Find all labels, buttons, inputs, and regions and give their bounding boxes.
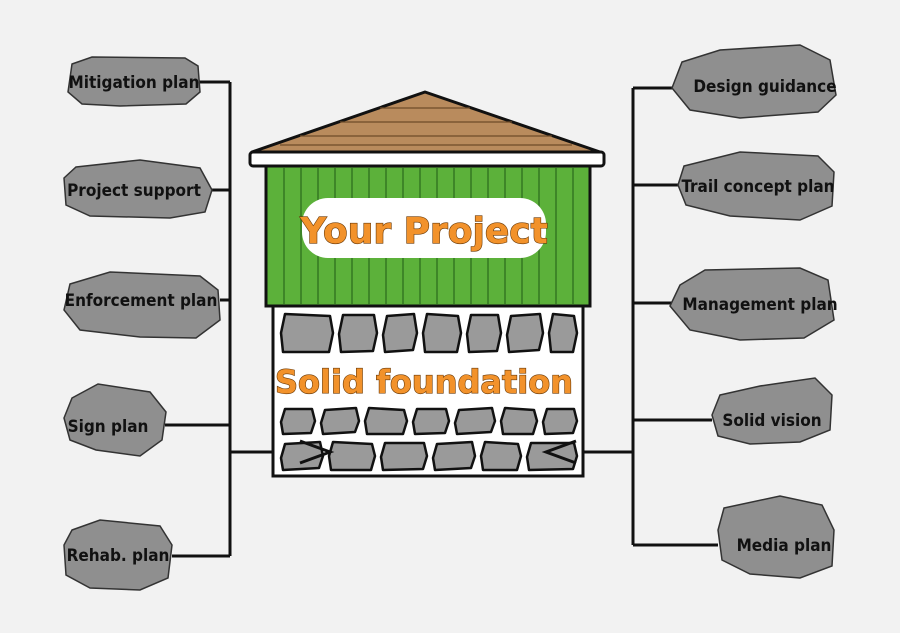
rock-sign-plan: Sign plan — [63, 383, 167, 457]
rock-label: Rehab. plan — [67, 546, 170, 566]
foundation-stone — [279, 312, 335, 354]
foundation-stone — [337, 313, 379, 354]
foundation-stone — [411, 407, 451, 436]
rock-label: Design guidance — [693, 77, 836, 97]
project-title: Your Project — [299, 211, 548, 252]
foundation-stone — [279, 440, 325, 472]
rock-enforcement-plan: Enforcement plan — [63, 271, 221, 339]
stone-foundation: Solid foundation — [271, 304, 585, 478]
rock-media-plan: Media plan — [717, 495, 835, 579]
foundation-stone — [381, 312, 419, 354]
rock-mitigation-plan: Mitigation plan — [67, 56, 201, 107]
rock-label: Media plan — [737, 536, 832, 556]
rock-design-guidance: Design guidance — [671, 44, 837, 119]
foundation-stone — [453, 406, 497, 436]
rock-rehab-plan: Rehab. plan — [63, 519, 173, 591]
rock-management-plan: Management plan — [669, 267, 838, 341]
rock-label: Solid vision — [722, 411, 821, 431]
foundation-label: Solid foundation — [275, 363, 573, 401]
rock-label: Mitigation plan — [69, 73, 200, 93]
rock-label: Enforcement plan — [65, 291, 218, 311]
foundation-stone — [525, 441, 579, 472]
foundation-stone — [319, 406, 361, 436]
arrow-right-icon — [299, 439, 335, 465]
foundation-stone — [547, 312, 579, 354]
rock-label: Trail concept plan — [681, 177, 834, 197]
foundation-stone — [499, 406, 539, 436]
foundation-label-panel — [278, 360, 578, 404]
foundation-stone — [279, 407, 317, 436]
foundation-stone — [327, 440, 377, 472]
foundation-stone — [363, 406, 409, 436]
rock-label: Project support — [67, 181, 201, 201]
rock-label: Sign plan — [68, 417, 149, 437]
rock-label: Management plan — [682, 295, 837, 315]
foundation-stone — [505, 312, 545, 354]
foundation-stone — [379, 441, 429, 472]
foundation-stone — [541, 407, 579, 436]
title-panel — [302, 198, 546, 258]
foundation-stone — [465, 313, 503, 354]
foundation-stone — [421, 312, 463, 354]
foundation-stone — [431, 440, 477, 472]
foundation-stone — [479, 440, 523, 472]
rock-trail-concept-plan: Trail concept plan — [677, 151, 835, 221]
rock-solid-vision: Solid vision — [711, 377, 833, 445]
house-wall: Your Project — [264, 164, 592, 308]
roof-icon — [248, 90, 606, 168]
arrow-left-icon — [541, 439, 577, 465]
rock-project-support: Project support — [63, 159, 213, 219]
